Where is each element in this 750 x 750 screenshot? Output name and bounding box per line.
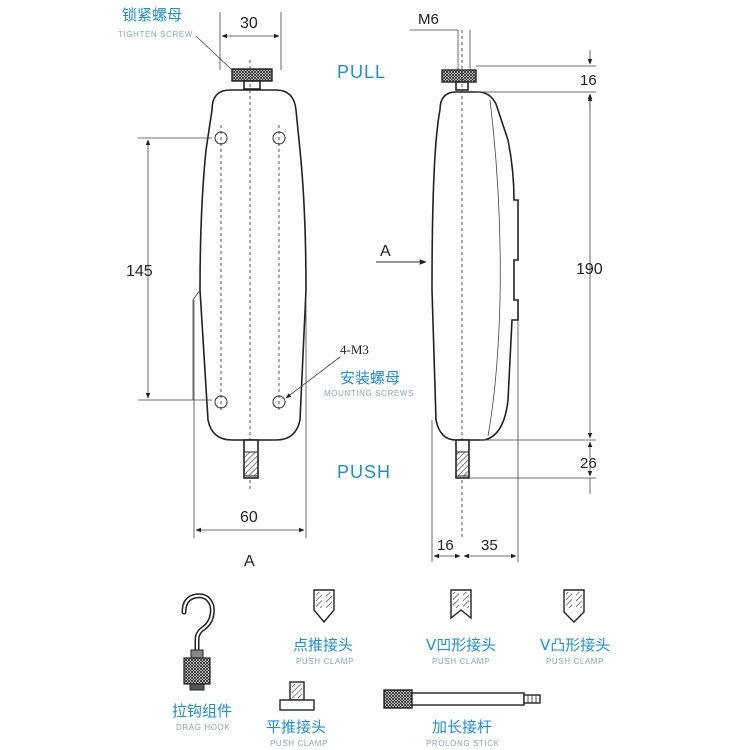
dim-35-label: 35 <box>481 537 498 554</box>
prolong-stick-icon <box>383 689 541 709</box>
push-stem-thread <box>243 451 259 477</box>
pull-label: PULL <box>337 62 386 82</box>
point-clamp-caption: PUSH CLAMP <box>296 657 354 666</box>
mount-hole-top-right <box>272 131 286 145</box>
thread-4m3-label: 4-M3 <box>340 342 369 357</box>
flat-clamp-label: 平推接头 <box>266 718 326 736</box>
dim-60-label: 60 <box>240 509 258 526</box>
dim-190-label: 190 <box>576 261 603 278</box>
prolong-stick-caption: PROLONG STICK <box>426 739 500 748</box>
dim-30-label: 30 <box>240 15 258 32</box>
accessories: 拉钩组件 DRAG HOOK 点推接头 PUSH CLAMP V凹形接头 PUS… <box>172 589 610 748</box>
dim-16-bottom-label: 16 <box>437 537 454 554</box>
side-view: M6 A 16 190 26 16 <box>376 11 603 562</box>
view-a-label: A <box>244 553 255 570</box>
push-stem-side-thread <box>455 451 470 477</box>
dim-145-label: 145 <box>126 263 153 280</box>
v-convex-clamp-label: V凸形接头 <box>540 636 610 654</box>
thread-4m3-leader <box>285 356 341 399</box>
mount-hole-bottom-right <box>272 395 286 409</box>
tighten-screw-leader <box>195 35 233 71</box>
front-view: 锁紧螺母 TIGHTEN SCREW 30 145 4-M3 <box>118 6 414 570</box>
prolong-stick-label: 加长接杆 <box>432 718 492 736</box>
v-concave-clamp-caption: PUSH CLAMP <box>432 657 490 666</box>
flat-clamp-caption: PUSH CLAMP <box>270 739 328 748</box>
side-panel-edge <box>487 99 501 437</box>
v-concave-clamp-label: V凹形接头 <box>426 636 496 654</box>
dim-26-label: 26 <box>580 455 597 472</box>
dim-16-top-label: 16 <box>580 72 597 89</box>
tighten-nut-side <box>441 69 477 83</box>
v-convex-clamp-caption: PUSH CLAMP <box>546 657 604 666</box>
body-side-edge <box>192 289 201 400</box>
tighten-screw-caption: TIGHTEN SCREW <box>118 30 193 39</box>
flat-clamp-icon <box>279 681 315 711</box>
tighten-nut <box>231 68 273 82</box>
mount-hole-bottom-left <box>214 395 228 409</box>
hook-icon <box>181 593 215 691</box>
gauge-body-side <box>431 91 519 441</box>
v-convex-clamp-icon <box>563 589 585 623</box>
mount-hole-top-left <box>214 131 228 145</box>
push-label: PUSH <box>337 462 391 482</box>
mounting-screws-label: 安装螺母 <box>340 369 400 387</box>
drag-hook-label: 拉钩组件 <box>172 702 232 720</box>
v-concave-clamp-icon <box>450 589 472 620</box>
view-arrow-a-label: A <box>380 243 391 260</box>
tighten-screw-label: 锁紧螺母 <box>122 6 182 24</box>
thread-m6-label: M6 <box>418 11 439 28</box>
mounting-screws-caption: MOUNTING SCREWS <box>324 389 414 398</box>
gauge-body-front <box>199 89 307 441</box>
point-clamp-icon <box>313 589 335 624</box>
top-stem <box>243 80 261 90</box>
point-clamp-label: 点推接头 <box>293 636 353 654</box>
drag-hook-caption: DRAG HOOK <box>176 723 230 732</box>
